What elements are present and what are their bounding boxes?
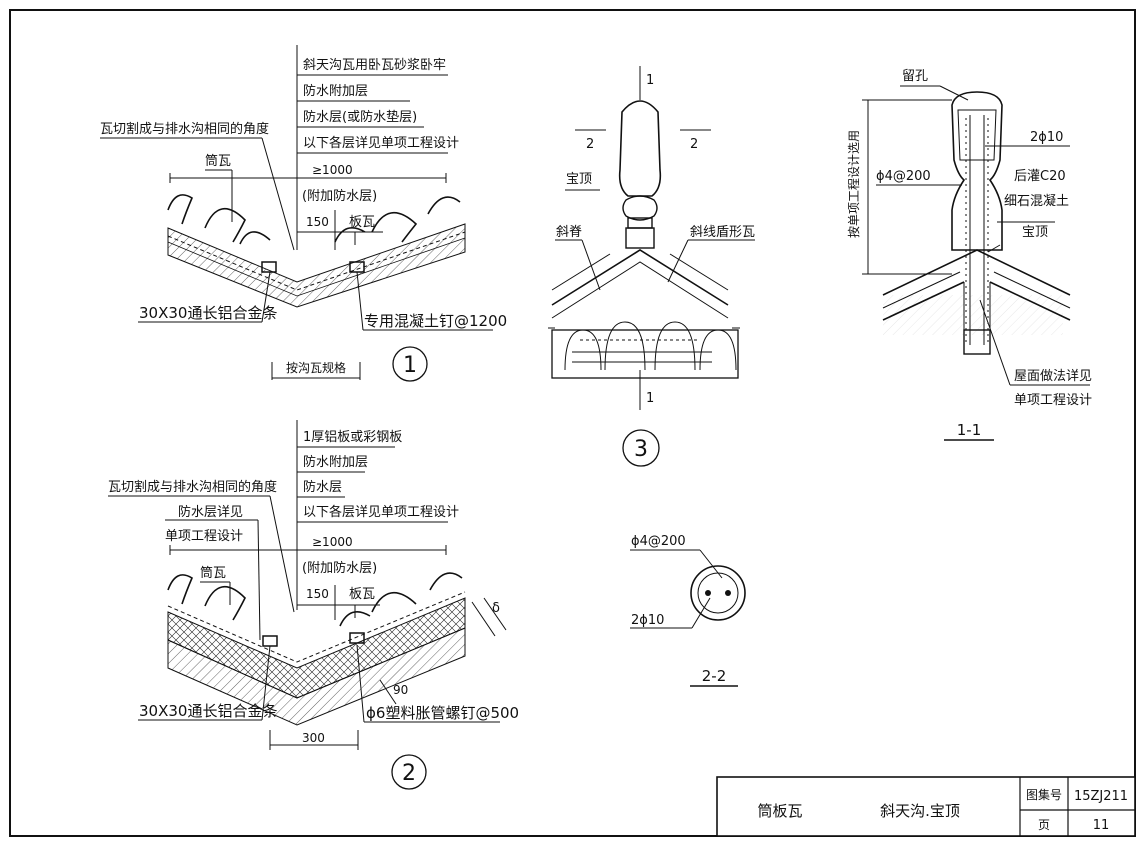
- d3-ridge-label: 斜脊: [556, 225, 582, 240]
- section-1-1: 留孔 2ϕ10 ϕ4@200 后灌C20 细石混凝土 宝顶 按单项工程设计选用 …: [846, 69, 1092, 441]
- s11-stirrup-label: ϕ4@200: [876, 169, 931, 184]
- d2-wp-note-1: 防水层详见: [178, 504, 243, 520]
- s11-roof-note-1: 屋面做法详见: [1014, 369, 1092, 384]
- d1-tube-tile-label: 筒瓦: [205, 153, 231, 169]
- s11-roof-note-2: 单项工程设计: [1014, 393, 1092, 408]
- sheet-frame: [9, 9, 1136, 837]
- d1-number: 1: [403, 353, 417, 378]
- detail-3-finial-elevation: 1 1 2 2 宝顶 斜脊 斜线盾形瓦 3: [548, 66, 755, 467]
- d3-finial-label: 宝顶: [566, 172, 592, 187]
- d2-layer-3: 防水层: [303, 479, 342, 495]
- d1-nail-label: 专用混凝土钉@1200: [364, 312, 507, 330]
- d2-wp-note-2: 单项工程设计: [165, 529, 243, 544]
- section-2-2: ϕ4@200 2ϕ10 2-2: [630, 534, 746, 687]
- s11-title: 1-1: [957, 421, 982, 439]
- d2-dim-150: 150: [306, 587, 329, 601]
- d2-strip-label: 30X30通长铝合金条: [139, 702, 277, 720]
- s11-bar-label: 2ϕ10: [1030, 130, 1063, 145]
- tb-atlas-no: 15ZJ211: [1074, 789, 1128, 804]
- d2-number: 2: [402, 761, 416, 786]
- d2-dim-300: 300: [302, 731, 325, 745]
- s11-height-note: 按单项工程设计选用: [846, 130, 861, 238]
- s22-bars-label: 2ϕ10: [631, 613, 664, 628]
- tb-name: 筒板瓦: [757, 802, 802, 820]
- d1-extra-layer: (附加防水层): [302, 188, 377, 204]
- d2-extra-layer: (附加防水层): [302, 560, 377, 576]
- d3-slant-tile-label: 斜线盾形瓦: [690, 225, 755, 240]
- d2-plate-tile-label: 板瓦: [349, 587, 375, 602]
- s11-finial-label: 宝顶: [1022, 225, 1048, 240]
- d1-layer-4: 以下各层详见单项工程设计: [303, 135, 459, 151]
- d3-section-2-left: 2: [586, 137, 594, 152]
- d2-layer-1: 1厚铝板或彩钢板: [303, 430, 402, 445]
- d3-section-1-bottom: 1: [646, 391, 654, 406]
- d2-layer-2: 防水附加层: [303, 454, 368, 470]
- d1-strip-label: 30X30通长铝合金条: [139, 304, 277, 322]
- tb-page-no: 11: [1093, 818, 1110, 833]
- d1-layer-3: 防水层(或防水垫层): [303, 109, 417, 125]
- d1-cut-note: 瓦切割成与排水沟相同的角度: [100, 121, 269, 137]
- s22-stirrup-label: ϕ4@200: [631, 534, 686, 549]
- d2-dim-1000: ≥1000: [312, 535, 353, 549]
- d1-bottom-dim: 按沟瓦规格: [286, 360, 346, 375]
- d3-number: 3: [634, 437, 648, 462]
- d1-dim-1000: ≥1000: [312, 163, 353, 177]
- d1-layer-2: 防水附加层: [303, 83, 368, 99]
- d2-dim-90: 90: [393, 683, 408, 697]
- tb-atlas-label: 图集号: [1026, 787, 1062, 802]
- detail-2-metal-gutter: 1厚铝板或彩钢板 防水附加层 防水层 以下各层详见单项工程设计 瓦切割成与排水沟…: [108, 420, 519, 790]
- d1-dim-150: 150: [306, 215, 329, 229]
- d2-layer-4: 以下各层详见单项工程设计: [303, 504, 459, 520]
- d3-section-2-right: 2: [690, 137, 698, 152]
- d2-dim-delta: δ: [492, 601, 500, 616]
- d2-screw-label: ϕ6塑料胀管螺钉@500: [366, 704, 519, 722]
- tb-page-label: 页: [1038, 818, 1050, 832]
- d1-layer-1: 斜天沟瓦用卧瓦砂浆卧牢: [303, 58, 446, 73]
- d2-cut-note: 瓦切割成与排水沟相同的角度: [108, 479, 277, 495]
- d1-plate-tile-label: 板瓦: [349, 215, 375, 230]
- d3-section-1-top: 1: [646, 73, 654, 88]
- title-block: 筒板瓦 斜天沟.宝顶 图集号 15ZJ211 页 11: [716, 776, 1136, 837]
- s22-title: 2-2: [702, 667, 727, 685]
- detail-1-valley-gutter: 斜天沟瓦用卧瓦砂浆卧牢 防水附加层 防水层(或防水垫层) 以下各层详见单项工程设…: [100, 45, 507, 382]
- d2-tube-tile-label: 筒瓦: [200, 565, 226, 581]
- s11-hole-label: 留孔: [902, 69, 928, 84]
- tb-subject: 斜天沟.宝顶: [880, 802, 960, 820]
- s11-concrete-2: 细石混凝土: [1004, 193, 1069, 209]
- s11-concrete-1: 后灌C20: [1014, 169, 1066, 184]
